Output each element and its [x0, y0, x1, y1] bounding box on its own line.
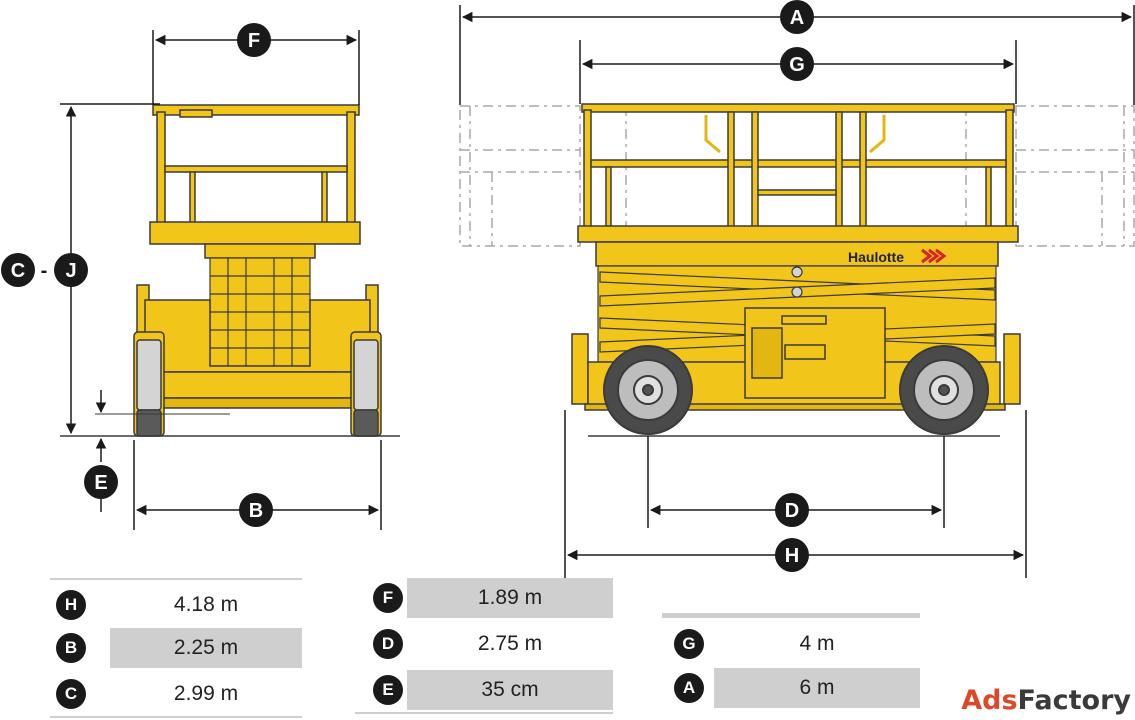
spec-row-c: C 2.99 m [50, 674, 302, 714]
badge-h-label: H [785, 545, 799, 567]
badge-b-label: B [249, 500, 263, 522]
spec-value-c: 2.99 m [173, 682, 239, 705]
badge-c: C [1, 253, 35, 287]
badge-h: H [775, 538, 809, 572]
badge-e-label: E [94, 472, 107, 494]
badge-f: F [237, 23, 271, 57]
badge-j: J [54, 253, 88, 287]
spec-badge-b: B [56, 633, 86, 663]
badge-e: E [84, 465, 118, 499]
spec-value-a: 6 m [714, 668, 920, 708]
brand-chevron-icon [921, 248, 947, 264]
spec-badge-e: E [373, 675, 403, 705]
spec-badge-f: F [373, 583, 403, 613]
spec-badge-c: C [56, 679, 86, 709]
spec-badge-a: A [674, 673, 704, 703]
watermark-logo: AdsFactory [961, 685, 1131, 716]
watermark-part2: Factory [1017, 685, 1131, 716]
spec-row-g: G 4 m [662, 624, 920, 664]
spec-badge-g: G [674, 629, 704, 659]
badge-b: B [239, 493, 273, 527]
badge-a: A [780, 0, 814, 34]
dimension-badges: A F G C - J E B D [1, 0, 814, 572]
spec-row-f: F 1.89 m [355, 578, 613, 618]
front-view [60, 104, 400, 437]
spec-row-d: D 2.75 m [355, 624, 613, 664]
badge-d: D [775, 493, 809, 527]
spec-value-d: 2.75 m [477, 632, 543, 655]
spec-row-a: A 6 m [662, 668, 920, 708]
spec-row-h: H 4.18 m [50, 585, 302, 625]
spec-value-h: 4.18 m [173, 593, 239, 616]
spec-value-b: 2.25 m [110, 628, 302, 668]
badge-g-label: G [789, 54, 805, 76]
badge-a-label: A [790, 7, 804, 29]
badge-d-label: D [785, 500, 799, 522]
watermark-part1: Ads [961, 685, 1018, 716]
spec-badge-d: D [373, 629, 403, 659]
cj-separator: - [41, 260, 48, 282]
spec-value-g: 4 m [799, 632, 835, 655]
brand-label: Haulotte [848, 249, 904, 265]
spec-row-b: B 2.25 m [50, 628, 302, 668]
spec-badge-h: H [56, 590, 86, 620]
spec-row-e: E 35 cm [355, 670, 613, 710]
badge-f-label: F [248, 30, 260, 52]
scissor-lift-diagram: Haulotte [1, 0, 1135, 578]
badge-g: G [780, 47, 814, 81]
badge-j-label: J [65, 260, 76, 282]
side-view: Haulotte [459, 103, 1135, 437]
spec-value-e: 35 cm [407, 670, 613, 710]
badge-c-label: C [11, 260, 25, 282]
spec-value-f: 1.89 m [407, 578, 613, 618]
